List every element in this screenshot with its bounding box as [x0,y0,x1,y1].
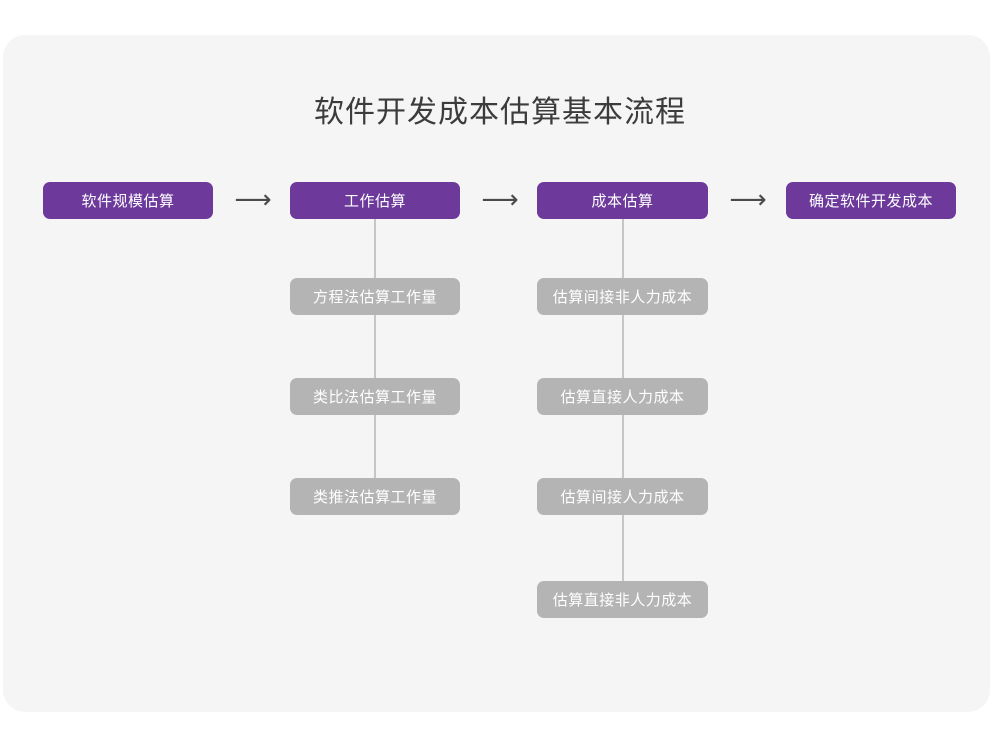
substep-cost-indirect-labor[interactable]: 估算间接人力成本 [537,478,708,515]
flow-step-label: 成本估算 [591,193,654,210]
flow-step-cost-estimation[interactable]: 成本估算 [537,182,708,219]
substep-label: 估算直接人力成本 [560,389,685,406]
diagram-card [3,35,990,712]
substep-cost-direct-labor[interactable]: 估算直接人力成本 [537,378,708,415]
substep-label: 估算间接人力成本 [560,489,685,506]
substep-cost-indirect-nonlabor[interactable]: 估算间接非人力成本 [537,278,708,315]
flow-arrow-icon: ⟶ [469,187,531,213]
flow-step-label: 软件规模估算 [81,193,175,210]
flow-step-label: 确定软件开发成本 [808,193,933,210]
connector-line-cost [622,515,624,581]
substep-label: 估算间接非人力成本 [552,289,693,306]
connector-line-workload [374,415,376,479]
arrow-right-icon: ⟶ [234,185,272,215]
substep-workload-extrapolation[interactable]: 类推法估算工作量 [290,478,460,515]
substep-label: 类比法估算工作量 [312,389,437,406]
connector-line-cost [622,219,624,279]
arrow-right-icon: ⟶ [481,185,519,215]
substep-workload-equation[interactable]: 方程法估算工作量 [290,278,460,315]
flow-arrow-icon: ⟶ [717,187,779,213]
connector-line-workload [374,315,376,379]
flow-step-workload-estimation[interactable]: 工作估算 [290,182,460,219]
flow-step-label: 工作估算 [343,193,406,210]
arrow-right-icon: ⟶ [729,185,767,215]
flow-step-software-scale[interactable]: 软件规模估算 [43,182,213,219]
connector-line-cost [622,415,624,479]
substep-cost-direct-nonlabor[interactable]: 估算直接非人力成本 [537,581,708,618]
flow-step-final-cost[interactable]: 确定软件开发成本 [786,182,956,219]
connector-line-workload [374,219,376,279]
substep-workload-analogy[interactable]: 类比法估算工作量 [290,378,460,415]
flow-arrow-icon: ⟶ [222,187,284,213]
substep-label: 估算直接非人力成本 [552,592,693,609]
page-title: 软件开发成本估算基本流程 [314,96,686,129]
substep-label: 方程法估算工作量 [312,289,437,306]
connector-line-cost [622,315,624,379]
substep-label: 类推法估算工作量 [312,489,437,506]
